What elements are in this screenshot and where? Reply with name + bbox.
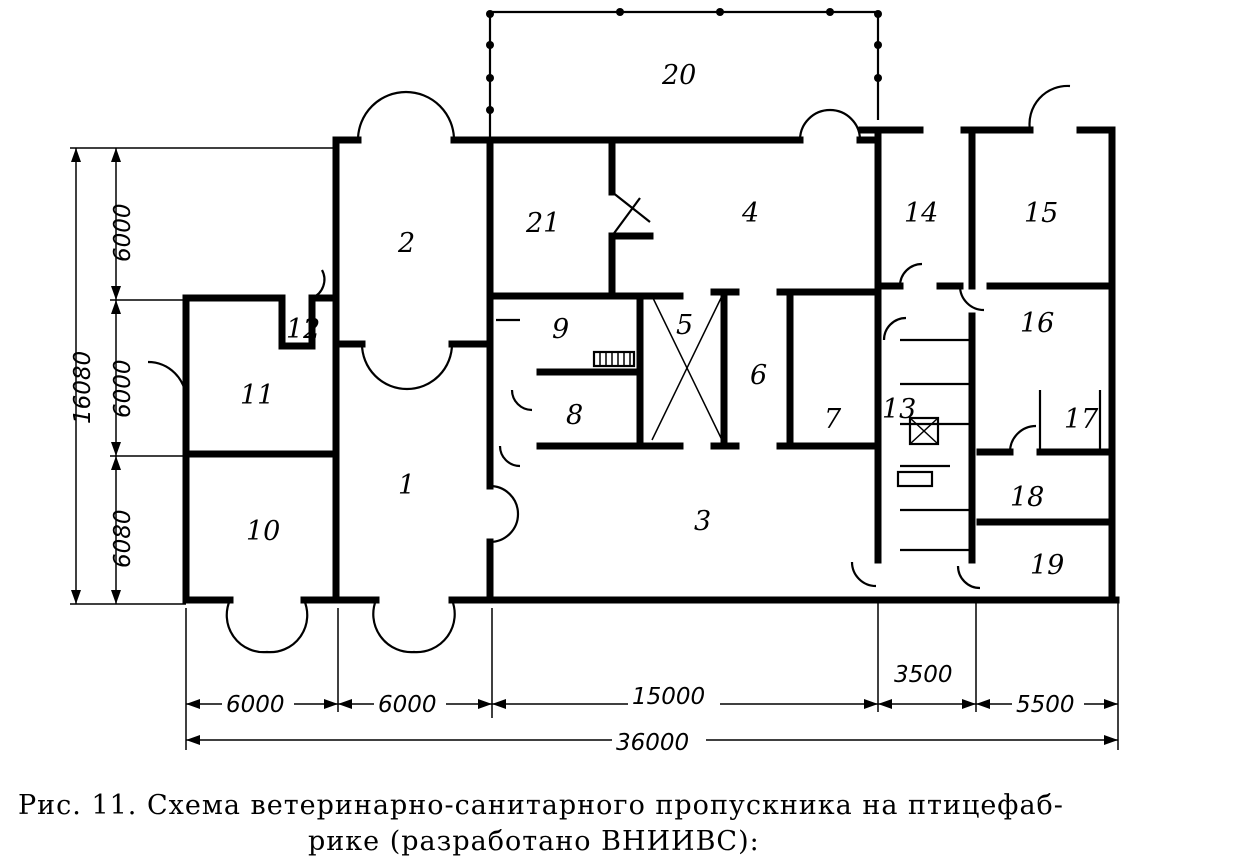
room-label-17: 17 (1064, 404, 1099, 435)
room-label-11: 11 (240, 380, 274, 411)
caption-line-2: рике (разработано ВНИИВС): (308, 826, 760, 857)
room-label-5: 5 (676, 310, 693, 341)
room-label-12: 12 (286, 314, 320, 345)
exterior-walls (182, 126, 1120, 604)
bottom-dimension-lines: 6000 6000 15000 3500 5500 36000 (185, 600, 1119, 756)
room-label-2: 2 (397, 228, 415, 259)
stairs-symbol (592, 350, 636, 368)
room-label-13: 13 (882, 394, 916, 425)
room-label-14: 14 (904, 198, 938, 229)
door-swings (147, 84, 1071, 654)
dim-bottom-36000: 36000 (616, 730, 689, 756)
room-label-7: 7 (824, 404, 842, 435)
room-label-18: 18 (1010, 482, 1044, 513)
dim-bottom-6000-a: 6000 (226, 692, 285, 718)
room-label-9: 9 (552, 314, 569, 345)
room-label-16: 16 (1020, 308, 1054, 339)
room-label-15: 15 (1024, 198, 1058, 229)
left-dimension-lines: 16080 6000 6000 6080 (70, 147, 336, 605)
room-label-3: 3 (694, 506, 711, 537)
room-label-1: 1 (398, 470, 415, 501)
dim-bottom-6000-b: 6000 (378, 692, 437, 718)
caption-line-1: Рис. 11. Схема ветеринарно-санитарного п… (18, 790, 1064, 821)
dim-left-mid: 6000 (110, 359, 136, 418)
interior-walls (182, 126, 1116, 604)
room-label-21: 21 (525, 208, 560, 239)
room-label-19: 19 (1030, 550, 1064, 581)
dim-bottom-5500: 5500 (1016, 692, 1075, 718)
dim-bottom-3500: 3500 (894, 662, 953, 688)
room-labels: 1 2 3 4 5 6 7 8 9 10 11 12 13 14 15 16 1… (240, 60, 1099, 581)
room-label-6: 6 (750, 360, 767, 391)
room-label-10: 10 (246, 516, 280, 547)
dim-left-bottom: 6080 (110, 509, 136, 568)
dim-left-top: 6000 (110, 203, 136, 262)
room-label-20: 20 (661, 60, 696, 91)
room-label-8: 8 (566, 400, 583, 431)
room-label-4: 4 (741, 198, 759, 229)
dim-bottom-15000: 15000 (632, 684, 705, 710)
canopy-outline (486, 8, 882, 140)
figure-caption: Рис. 11. Схема ветеринарно-санитарного п… (18, 788, 1218, 860)
dim-left-total: 16080 (70, 351, 96, 424)
